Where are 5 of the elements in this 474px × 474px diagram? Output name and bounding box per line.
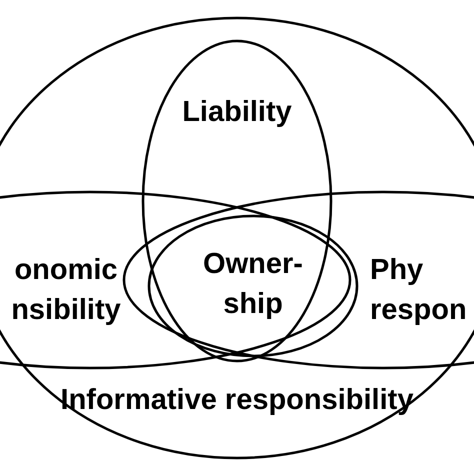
set-label: Liability	[181, 95, 293, 130]
set-label: Informative responsibility	[60, 383, 414, 418]
set-label: Phy respon	[370, 253, 468, 328]
set-label: onomic nsibility	[10, 253, 122, 328]
set-label: Owner- ship	[202, 247, 304, 322]
